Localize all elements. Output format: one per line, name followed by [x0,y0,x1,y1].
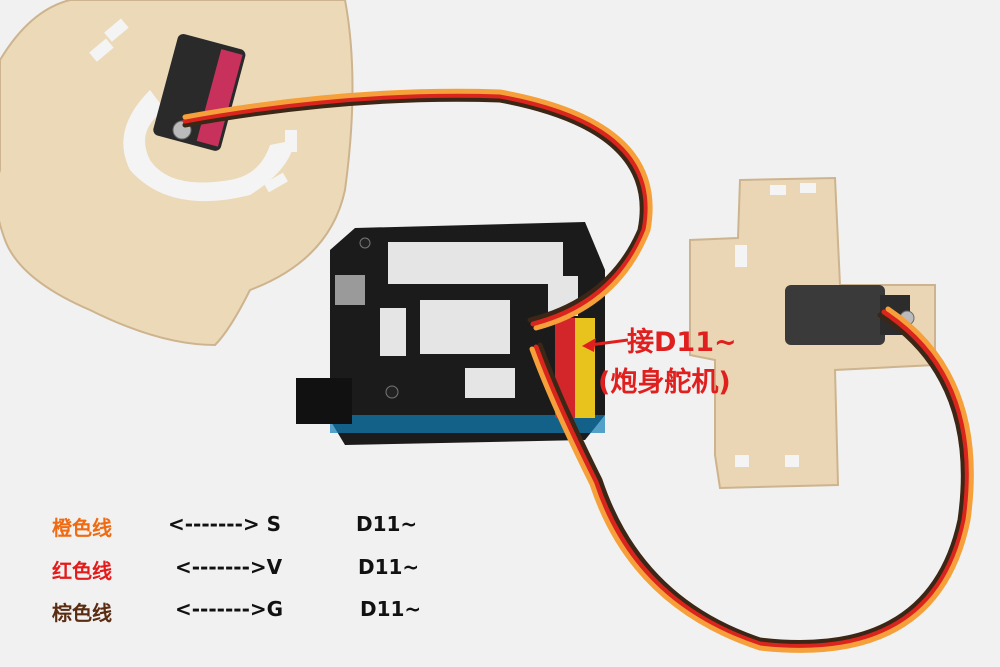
wire-name-red: 红色线 [52,559,112,583]
wire-mapping-red: <------->V [175,555,283,579]
servo-cable-right [529,306,974,653]
wire-name-orange: 橙色线 [52,516,112,540]
wire-name-brown: 棕色线 [52,601,112,625]
red-arrow-icon [582,338,629,352]
wire-pin-red: D11~ [358,555,420,579]
wire-pin-brown: D11~ [360,597,422,621]
connection-callout-pin: 接D11~ [627,327,737,358]
connection-callout-servo: (炮身舵机) [598,367,731,398]
wire-mapping-orange: <-------> S [168,512,281,536]
wire-pin-orange: D11~ [356,512,418,536]
servo-cable-left [182,88,653,331]
wooden-turret-plate [0,0,354,347]
arduino-shield-icon [296,222,605,445]
wire-mapping-brown: <------->G [175,597,284,621]
